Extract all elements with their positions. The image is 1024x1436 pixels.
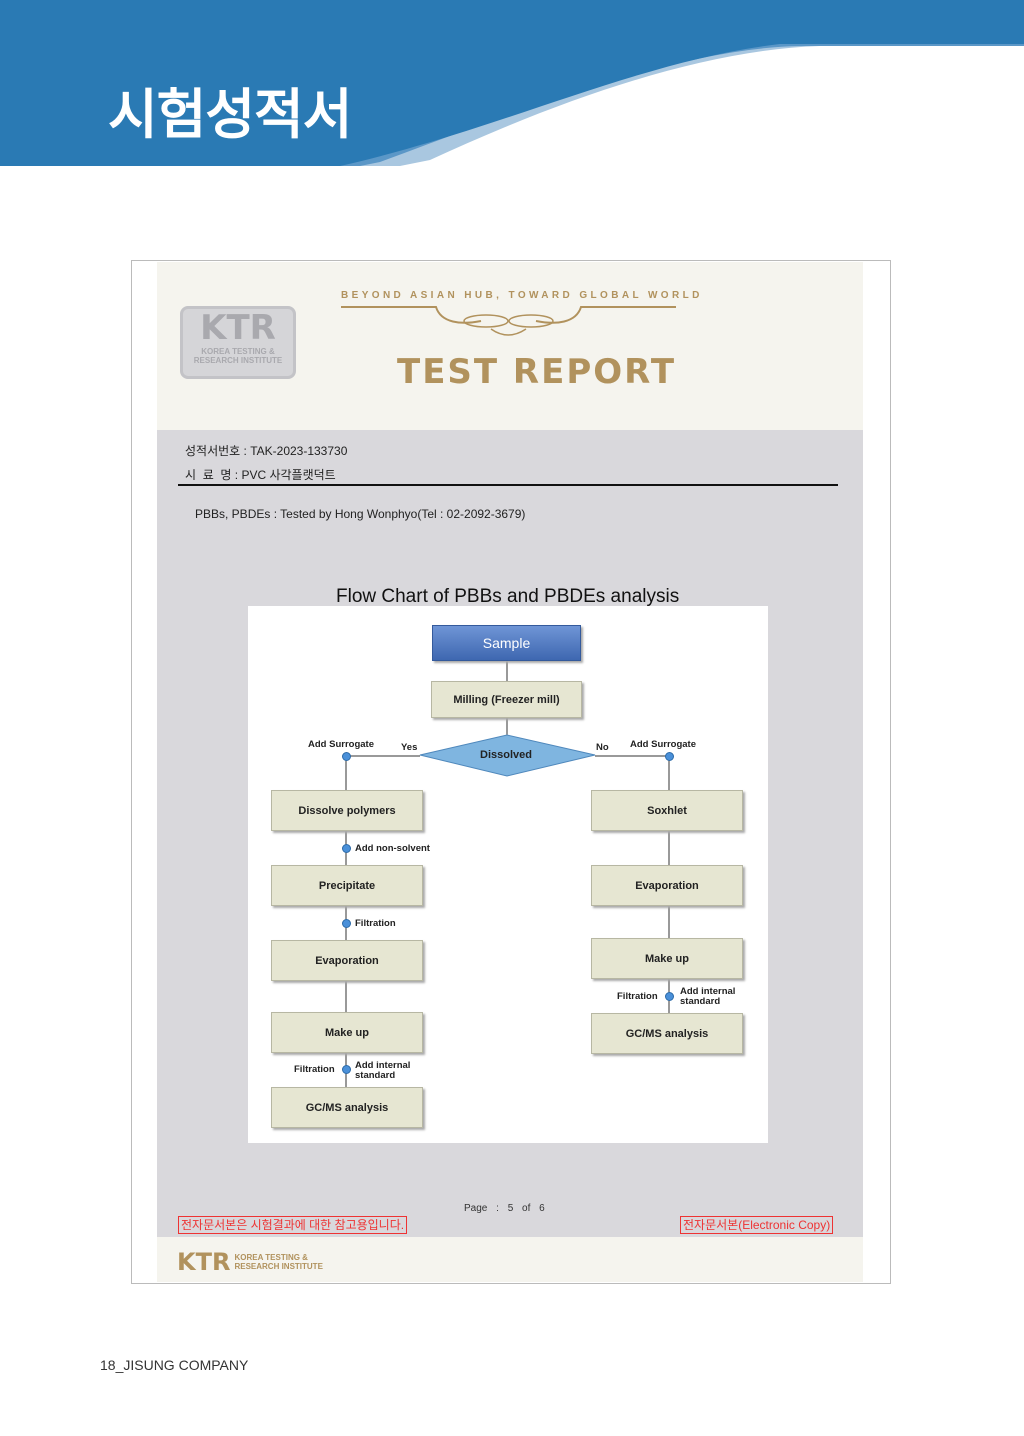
tested-by: PBBs, PBDEs : Tested by Hong Wonphyo(Tel… bbox=[195, 507, 526, 521]
node-gcms-left: GC/MS analysis bbox=[271, 1087, 423, 1128]
node-make-up-left: Make up bbox=[271, 1012, 423, 1053]
notice-electronic-copy: 전자문서본(Electronic Copy) bbox=[680, 1216, 834, 1234]
node-precipitate: Precipitate bbox=[271, 865, 423, 906]
label-standard-left: standard bbox=[355, 1070, 396, 1081]
slogan: BEYOND ASIAN HUB, TOWARD GLOBAL WORLD bbox=[341, 290, 703, 301]
node-gcms-right: GC/MS analysis bbox=[591, 1013, 743, 1054]
ktr-logo: KTR KOREA TESTING & RESEARCH INSTITUTE bbox=[180, 306, 296, 379]
node-soxhlet: Soxhlet bbox=[591, 790, 743, 831]
label-add-internal-right: Add internal bbox=[680, 986, 736, 997]
logo-line2: RESEARCH INSTITUTE bbox=[193, 356, 283, 365]
step-dot bbox=[665, 992, 674, 1001]
footer-logo-line1: KOREA TESTING & bbox=[234, 1253, 308, 1262]
node-dissolved: Dissolved bbox=[480, 749, 532, 761]
page-indicator: Page : 5 of 6 bbox=[464, 1203, 545, 1214]
step-dot bbox=[342, 1065, 351, 1074]
node-evaporation-left: Evaporation bbox=[271, 940, 423, 981]
step-dot bbox=[342, 844, 351, 853]
label-filtration-right: Filtration bbox=[617, 991, 658, 1002]
step-dot bbox=[342, 752, 351, 761]
footer-ktr-logo: KTR KOREA TESTING & RESEARCH INSTITUTE bbox=[177, 1248, 323, 1276]
label-filtration-left-1: Filtration bbox=[355, 918, 396, 929]
label-filtration-left-2: Filtration bbox=[294, 1064, 335, 1075]
page-title: 시험성적서 bbox=[108, 83, 352, 146]
label-add-non-solvent: Add non-solvent bbox=[355, 843, 430, 854]
dissolved-diamond bbox=[419, 734, 596, 777]
report-number: 성적서번호 : TAK-2023-133730 bbox=[185, 444, 348, 458]
label-add-surrogate-left: Add Surrogate bbox=[308, 739, 374, 750]
report-footer bbox=[157, 1237, 863, 1282]
logo-text: KTR bbox=[200, 308, 276, 348]
step-dot bbox=[342, 919, 351, 928]
page-total: 6 bbox=[539, 1203, 545, 1214]
page-current: 5 bbox=[507, 1203, 514, 1214]
footer-logo-line2: RESEARCH INSTITUTE bbox=[234, 1262, 323, 1271]
notice-reference: 전자문서본은 시험결과에 대한 참고용입니다. bbox=[178, 1216, 408, 1234]
node-milling: Milling (Freezer mill) bbox=[431, 681, 582, 718]
sample-name: 시 료 명 : PVC 사각플랫덕트 bbox=[185, 468, 336, 482]
step-dot bbox=[665, 752, 674, 761]
node-make-up-right: Make up bbox=[591, 938, 743, 979]
label-add-internal-left: Add internal bbox=[355, 1060, 411, 1071]
report-heading: TEST REPORT bbox=[397, 352, 677, 392]
label-no: No bbox=[596, 742, 609, 753]
label-standard-right: standard bbox=[680, 996, 721, 1007]
ornament-icon bbox=[341, 306, 676, 336]
page-label: Page : bbox=[464, 1203, 499, 1214]
node-evaporation-right: Evaporation bbox=[591, 865, 743, 906]
flowchart-title: Flow Chart of PBBs and PBDEs analysis bbox=[336, 586, 680, 607]
label-yes: Yes bbox=[401, 742, 418, 753]
page-of: of bbox=[522, 1203, 531, 1214]
node-dissolve-polymers: Dissolve polymers bbox=[271, 790, 423, 831]
node-sample: Sample bbox=[432, 625, 581, 661]
logo-line1: KOREA TESTING & bbox=[201, 347, 275, 356]
header-banner bbox=[0, 0, 1024, 166]
divider bbox=[178, 484, 838, 486]
footer-logo-text: KTR bbox=[177, 1248, 231, 1276]
label-add-surrogate-right: Add Surrogate bbox=[630, 739, 696, 750]
page-footer: 18_JISUNG COMPANY bbox=[100, 1357, 249, 1373]
